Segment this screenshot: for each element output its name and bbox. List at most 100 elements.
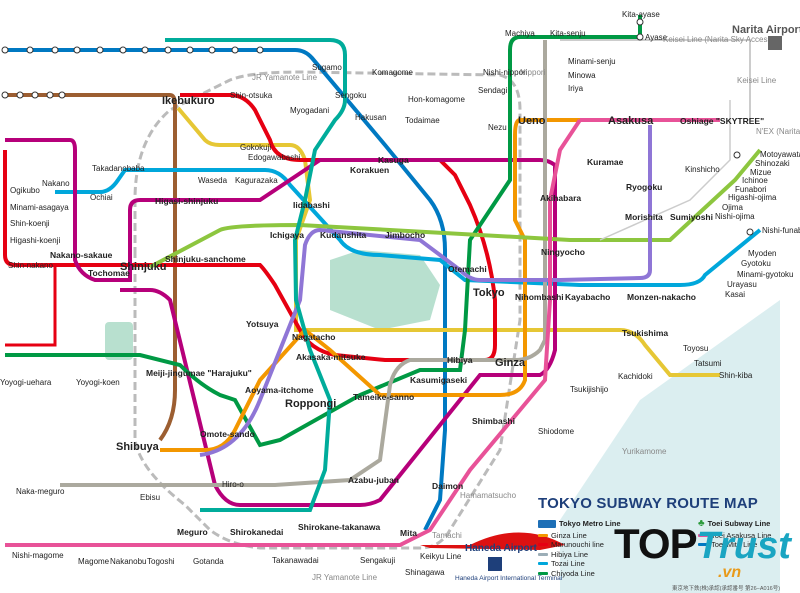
station-gotanda[interactable]: Gotanda [193, 557, 224, 566]
station-shinozaki[interactable]: Shinozaki [755, 159, 790, 168]
station-shin-nakano[interactable]: Shin-nakano [8, 261, 53, 270]
station-shin-otsuka[interactable]: Shin-otsuka [230, 91, 273, 100]
station-takanawadai[interactable]: Takanawadai [272, 556, 319, 565]
station-kita-senju[interactable]: Kita-senju [550, 29, 586, 38]
station-hiro-o[interactable]: Hiro-o [222, 480, 244, 489]
station-urayasu[interactable]: Urayasu [727, 280, 757, 289]
station-ebisu[interactable]: Ebisu [140, 493, 160, 502]
station-ryogoku[interactable]: Ryogoku [626, 182, 662, 192]
station-yoyogi-uehara[interactable]: Yoyogi-uehara [0, 378, 52, 387]
station-kasai[interactable]: Kasai [725, 290, 745, 299]
station-asakusa[interactable]: Asakusa [608, 115, 654, 127]
station-nishi-funabashi[interactable]: Nishi-funabashi [762, 226, 800, 235]
station-kasumigaseki[interactable]: Kasumigaseki [410, 375, 467, 385]
station-meguro[interactable]: Meguro [177, 527, 208, 537]
station-ningyocho[interactable]: Ningyocho [541, 247, 585, 257]
station-shinjuku-sanchome[interactable]: Shinjuku-sanchome [165, 254, 246, 264]
station-sengoku[interactable]: Sengoku [335, 91, 367, 100]
station-nihombashi[interactable]: Nihombashi [515, 292, 564, 302]
station-motoyawata[interactable]: Motoyawata [760, 150, 800, 159]
station-edogawabashi[interactable]: Edogawabashi [248, 153, 301, 162]
station-yoyogi-koen[interactable]: Yoyogi-koen [76, 378, 120, 387]
station-ichinoe[interactable]: Ichinoe [742, 176, 768, 185]
station-takadanobaba[interactable]: Takadanobaba [92, 164, 145, 173]
station-shin-kiba[interactable]: Shin-kiba [719, 371, 753, 380]
station-shibuya[interactable]: Shibuya [116, 441, 160, 453]
station-jimbocho[interactable]: Jimbocho [385, 230, 425, 240]
station-nakanobu[interactable]: Nakanobu [110, 557, 146, 566]
station-nagatacho[interactable]: Nagatacho [292, 332, 335, 342]
station-nishi-nippori[interactable]: Nishi-nippori [483, 68, 528, 77]
station-minami-senju[interactable]: Minami-senju [568, 57, 616, 66]
station-higashi-ojima[interactable]: Higashi-ojima [728, 193, 777, 202]
station-roppongi[interactable]: Roppongi [285, 398, 336, 410]
station-aoyama-itchome[interactable]: Aoyama-itchome [245, 385, 314, 395]
station-shinagawa[interactable]: Shinagawa [405, 568, 445, 577]
station-tochomae[interactable]: Tochomae [88, 268, 130, 278]
station-kachidoki[interactable]: Kachidoki [618, 372, 653, 381]
station-togoshi[interactable]: Togoshi [147, 557, 175, 566]
station-mita[interactable]: Mita [400, 528, 417, 538]
station-tameike-sanno[interactable]: Tameike-sanno [353, 392, 414, 402]
station-higasi-shinjuku[interactable]: Higasi-shinjuku [155, 196, 218, 206]
station-shirokanedai[interactable]: Shirokanedai [230, 527, 283, 537]
station-oshiage[interactable]: Oshiage "SKYTREE" [680, 116, 764, 126]
station-ichigaya[interactable]: Ichigaya [270, 230, 304, 240]
station-ayase[interactable]: Ayase [645, 33, 668, 42]
station-monzen-nakacho[interactable]: Monzen-nakacho [627, 292, 696, 302]
station-tokyo[interactable]: Tokyo [473, 287, 505, 299]
station-yotsuya[interactable]: Yotsuya [246, 319, 279, 329]
station-ikebukuro[interactable]: Ikebukuro [162, 95, 215, 107]
station-mizue[interactable]: Mizue [750, 168, 772, 177]
station-gokokuji[interactable]: Gokokuji [240, 143, 271, 152]
station-ginza[interactable]: Ginza [495, 357, 526, 369]
station-tatsumi[interactable]: Tatsumi [694, 359, 722, 368]
station-funabori[interactable]: Funabori [735, 185, 767, 194]
station-azabu-juban[interactable]: Azabu-juban [348, 475, 399, 485]
station-gyotoku[interactable]: Gyotoku [741, 259, 771, 268]
station-shimbashi[interactable]: Shimbashi [472, 416, 515, 426]
station-machiya[interactable]: Machiya [505, 29, 535, 38]
station-kasuga[interactable]: Kasuga [378, 155, 409, 165]
station-morishita[interactable]: Morishita [625, 212, 663, 222]
station-hon-komagome[interactable]: Hon-komagome [408, 95, 465, 104]
station-akasaka-mitsuke[interactable]: Akasaka-mitsuke [296, 352, 366, 362]
station-tsukijishijo[interactable]: Tsukijishijo [570, 385, 609, 394]
station-kita-ayase[interactable]: Kita-ayase [622, 10, 660, 19]
station-todaimae[interactable]: Todaimae [405, 116, 440, 125]
station-otemachi[interactable]: Otemachi [448, 264, 487, 274]
station-magome[interactable]: Magome [78, 557, 110, 566]
station-sugamo[interactable]: Sugamo [312, 63, 342, 72]
station-omote-sando[interactable]: Omote-sando [200, 429, 255, 439]
station-shinjuku[interactable]: Shinjuku [120, 261, 166, 273]
station-myoden[interactable]: Myoden [748, 249, 776, 258]
station-myogadani[interactable]: Myogadani [290, 106, 329, 115]
station-sumiyoshi[interactable]: Sumiyoshi [670, 212, 713, 222]
narita-airport-label[interactable]: Narita Airport [732, 24, 800, 36]
station-ueno[interactable]: Ueno [518, 115, 546, 127]
station-naka-meguro[interactable]: Naka-meguro [16, 487, 65, 496]
haneda-airport-label[interactable]: Haneda Airport [465, 543, 538, 554]
station-kinshicho[interactable]: Kinshicho [685, 165, 720, 174]
station-korakuen[interactable]: Korakuen [350, 165, 389, 175]
station-minami-gyotoku[interactable]: Minami-gyotoku [737, 270, 793, 279]
station-nakano-sakaue[interactable]: Nakano-sakaue [50, 250, 113, 260]
station-sendagi[interactable]: Sendagi [478, 86, 508, 95]
station-kuramae[interactable]: Kuramae [587, 157, 624, 167]
station-sengakuji[interactable]: Sengakuji [360, 556, 395, 565]
station-nezu[interactable]: Nezu [488, 123, 507, 132]
station-ogikubo[interactable]: Ogikubo [10, 186, 40, 195]
station-daimon[interactable]: Daimon [432, 481, 463, 491]
station-shin-koenji[interactable]: Shin-koenji [10, 219, 50, 228]
station-meiji-jingumae[interactable]: Meiji-jingumae "Harajuku" [146, 368, 252, 378]
station-shirokane-takanawa[interactable]: Shirokane-takanawa [298, 522, 380, 532]
station-ojima[interactable]: Ojima [722, 203, 743, 212]
station-waseda[interactable]: Waseda [198, 176, 228, 185]
station-ochiai[interactable]: Ochiai [90, 193, 113, 202]
station-minowa[interactable]: Minowa [568, 71, 596, 80]
station-shiodome[interactable]: Shiodome [538, 427, 575, 436]
station-tsukishima[interactable]: Tsukishima [622, 328, 668, 338]
station-akihabara[interactable]: Akihabara [540, 193, 581, 203]
station-nakano[interactable]: Nakano [42, 179, 70, 188]
station-hibiya[interactable]: Hibiya [447, 355, 473, 365]
